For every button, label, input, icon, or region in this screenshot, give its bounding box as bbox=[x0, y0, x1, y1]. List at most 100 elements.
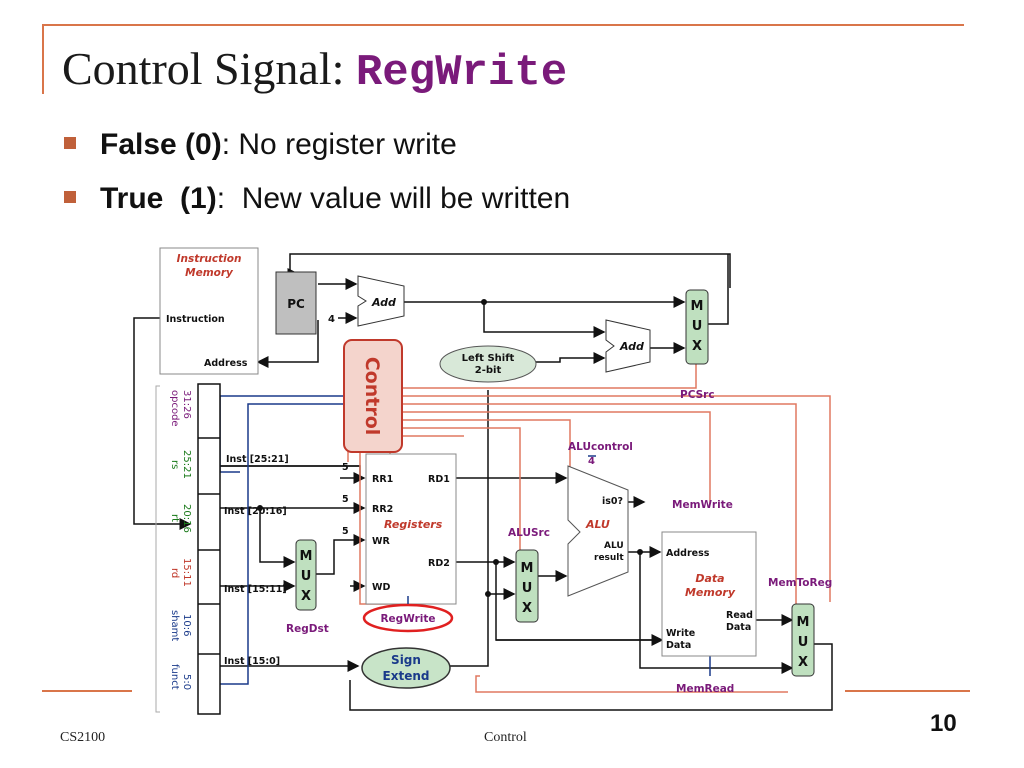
left-shift-l1: Left Shift bbox=[462, 353, 515, 364]
field-opcode-name: opcode bbox=[169, 390, 180, 427]
mux3-u: U bbox=[522, 581, 533, 596]
instr-mem-title-l1: Instruction bbox=[177, 253, 242, 265]
field-rs-bits: 25:21 bbox=[181, 450, 192, 479]
bullet-false-bold: False (0) bbox=[100, 128, 222, 161]
page-title: Control Signal: RegWrite bbox=[62, 42, 567, 98]
write-data-l1: Write bbox=[666, 628, 695, 639]
mux-memtoreg: M U X bbox=[791, 603, 815, 677]
blue-lines bbox=[219, 395, 711, 685]
top-rule bbox=[42, 24, 964, 26]
bullet-true-bold: True (1) bbox=[100, 182, 217, 215]
mux1-u: U bbox=[692, 319, 703, 334]
alu-result-l2: result bbox=[594, 553, 624, 563]
footer-course: CS2100 bbox=[60, 730, 106, 745]
alusrc-label: ALUSrc bbox=[508, 527, 550, 539]
mux1-x: X bbox=[692, 339, 702, 354]
alucontrol-label: ALUcontrol bbox=[568, 441, 633, 453]
sign-extend-l1: Sign bbox=[391, 653, 421, 667]
mux3-m: M bbox=[521, 561, 534, 576]
mux4-u: U bbox=[798, 635, 809, 650]
instruction-label: Instruction bbox=[166, 314, 225, 325]
memwrite-label: MemWrite bbox=[672, 499, 733, 511]
field-funct-name: funct bbox=[169, 664, 180, 690]
data-memory: Address Data Memory Read Data Write Data bbox=[661, 531, 757, 657]
inst-wire-labels: Inst [25:21] Inst [20:16] Inst [15:11] I… bbox=[224, 454, 349, 667]
mux-pcsrc: M U X bbox=[685, 289, 709, 365]
bullet-square-icon bbox=[64, 191, 76, 204]
mux2-m: M bbox=[300, 549, 313, 564]
regwrite-highlight: RegWrite bbox=[362, 603, 454, 633]
title-keyword: RegWrite bbox=[355, 48, 568, 98]
read-data-l1: Read bbox=[726, 610, 753, 621]
field-opcode-bits: 31:26 bbox=[181, 390, 192, 419]
left-rule bbox=[42, 24, 44, 94]
add-unit-pc: Add bbox=[357, 275, 405, 327]
dm-title-l2: Memory bbox=[685, 586, 736, 599]
field-rt-name: rt bbox=[169, 514, 180, 522]
bullet-false: False (0): No register write bbox=[64, 128, 457, 162]
datapath-wires bbox=[133, 253, 833, 711]
instruction-memory: Instruction Memory Instruction Address bbox=[159, 247, 259, 375]
inst-15-11-label: Inst [15:11] bbox=[224, 584, 287, 595]
bullet-true: True (1): New value will be written bbox=[64, 182, 570, 216]
regwrite-label: RegWrite bbox=[380, 613, 435, 625]
pcsrc-label: PCSrc bbox=[680, 389, 715, 401]
sign-extend-unit: Sign Extend bbox=[361, 647, 451, 689]
memread-label: MemRead bbox=[676, 683, 734, 695]
add-label: Add bbox=[371, 296, 396, 309]
add2-label: Add bbox=[619, 340, 644, 353]
pc-label: PC bbox=[287, 297, 305, 311]
dm-address-label: Address bbox=[666, 548, 710, 559]
field-rd-name: rd bbox=[169, 568, 180, 578]
field-labels: opcode 31:26 rs 25:21 rt 20:16 rd 15:11 … bbox=[169, 390, 192, 690]
bottom-rule-right bbox=[845, 690, 970, 692]
memtoreg-label: MemToReg bbox=[768, 577, 832, 589]
dm-title-l1: Data bbox=[695, 572, 724, 585]
mux-alusrc: M U X bbox=[515, 549, 539, 623]
alucontrol-width: 4 bbox=[588, 456, 595, 467]
inst-20-16-label: Inst [20:16] bbox=[224, 506, 287, 517]
bullet-square-icon bbox=[64, 137, 76, 150]
regdst-label: RegDst bbox=[286, 623, 329, 635]
register-file: RR1 RR2 WR WD RD1 RD2 Registers bbox=[365, 453, 457, 605]
instr-mem-title-l2: Memory bbox=[185, 267, 234, 279]
bullet-false-rest: : No register write bbox=[221, 128, 457, 161]
mux4-x: X bbox=[798, 655, 808, 670]
junction-dots bbox=[257, 299, 643, 597]
add-unit-branch: Add bbox=[605, 319, 651, 373]
mux4-m: M bbox=[797, 615, 810, 630]
control-unit: Control bbox=[343, 339, 403, 453]
rr1-label: RR1 bbox=[372, 474, 393, 485]
alu-label: ALU bbox=[585, 518, 610, 531]
datapath-diagram: Instruction Memory Instruction Address P… bbox=[133, 247, 833, 715]
field-shamt-bits: 10:6 bbox=[181, 614, 192, 636]
registers-label: Registers bbox=[384, 518, 443, 531]
rr2-label: RR2 bbox=[372, 504, 393, 515]
mux3-x: X bbox=[522, 601, 532, 616]
mux2-u: U bbox=[301, 569, 312, 584]
field-shamt-name: shamt bbox=[169, 610, 180, 641]
address-label: Address bbox=[204, 358, 248, 369]
width-5-c: 5 bbox=[342, 526, 349, 537]
bottom-rule-left bbox=[42, 690, 132, 692]
instruction-fields bbox=[155, 383, 221, 715]
field-funct-bits: 5:0 bbox=[181, 674, 192, 690]
mux-regdst: M U X bbox=[295, 539, 317, 611]
alu-unit: is0? ALU ALU result bbox=[567, 465, 629, 597]
wd-label: WD bbox=[372, 582, 390, 593]
width-5-b: 5 bbox=[342, 494, 349, 505]
sign-extend-l2: Extend bbox=[383, 669, 430, 683]
mux2-x: X bbox=[301, 589, 311, 604]
inst-25-21-label: Inst [25:21] bbox=[226, 454, 289, 465]
field-rs-name: rs bbox=[169, 460, 180, 469]
write-data-l2: Data bbox=[666, 640, 691, 651]
inst-15-0-label: Inst [15:0] bbox=[224, 656, 280, 667]
field-rd-bits: 15:11 bbox=[181, 558, 192, 587]
mux1-m: M bbox=[691, 299, 704, 314]
alu-result-l1: ALU bbox=[604, 541, 624, 551]
bullet-true-rest: : New value will be written bbox=[216, 182, 571, 215]
wr-label: WR bbox=[372, 536, 390, 547]
title-prefix: Control Signal: bbox=[62, 43, 356, 94]
pc-register: PC bbox=[275, 271, 317, 335]
rd1-label: RD1 bbox=[428, 474, 450, 485]
